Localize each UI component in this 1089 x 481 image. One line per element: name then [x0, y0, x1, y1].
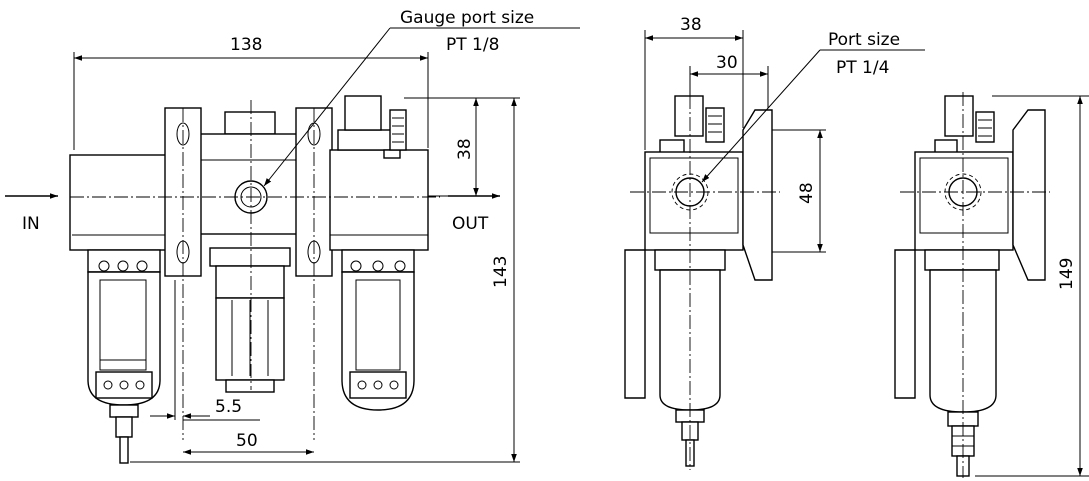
- gauge-port-title: Gauge port size: [400, 8, 534, 28]
- dim-side-depth: 38: [680, 15, 702, 35]
- dim-overall-width: 138: [230, 35, 262, 55]
- port-size-title: Port size: [828, 30, 900, 50]
- dim-top-offset: 38: [455, 138, 475, 160]
- dim-side-port-offset: 30: [716, 53, 738, 73]
- dim-bowl-offset: 5.5: [215, 397, 242, 417]
- regulator-unit: [164, 107, 333, 393]
- port-size-value: PT 1/4: [836, 58, 889, 78]
- dim-mount-pitch: 50: [236, 431, 258, 451]
- side-view-lubricator: 38 30 Port size PT 1/4 48: [624, 15, 925, 470]
- lubricator-unit: [329, 95, 429, 411]
- outlet-label: OUT: [452, 214, 489, 234]
- gauge-port-value: PT 1/8: [446, 35, 499, 55]
- dim-lubricator-height: 149: [1057, 258, 1077, 290]
- filter-unit: [69, 154, 171, 464]
- side-view-filter: 149: [894, 92, 1089, 478]
- inlet-label: IN: [22, 214, 40, 234]
- dim-port-height: 48: [797, 182, 817, 204]
- dim-overall-height: 143: [491, 256, 511, 288]
- front-view: IN OUT 138 Gauge port size PT 1/8 38 143…: [5, 8, 580, 464]
